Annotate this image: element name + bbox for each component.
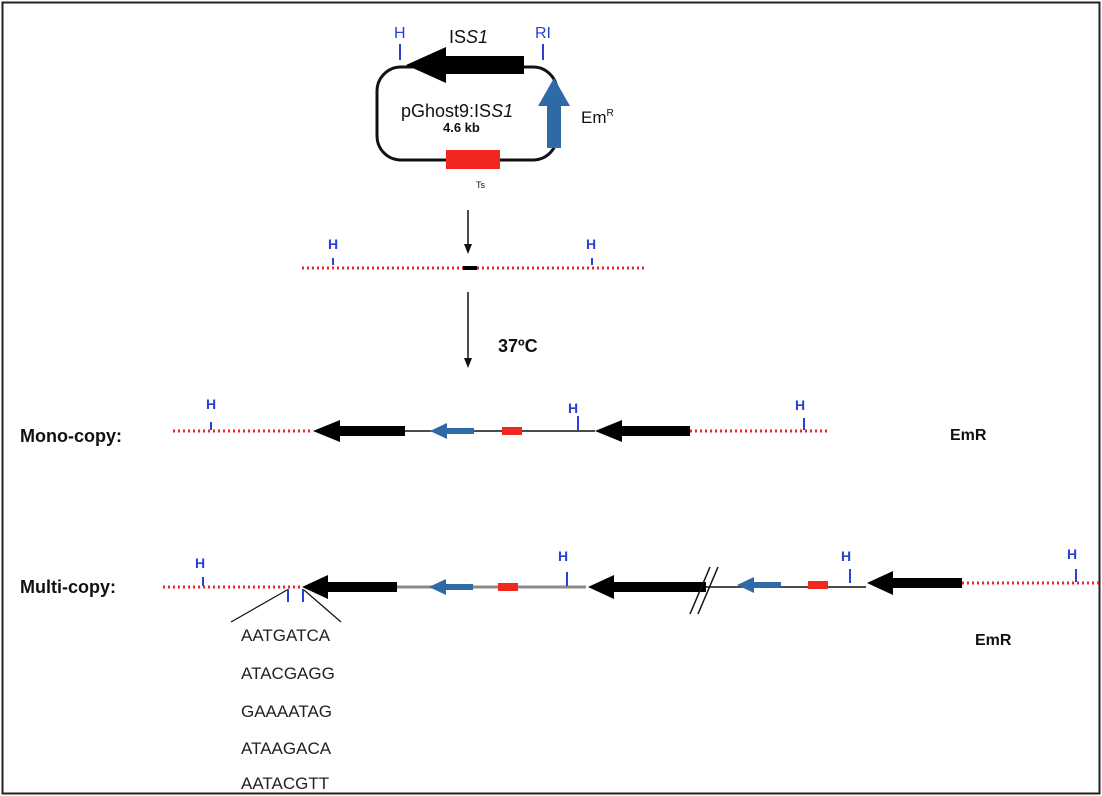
multi-site-h-4: H bbox=[1067, 546, 1077, 562]
iss1-arrow bbox=[867, 571, 962, 595]
ts-block bbox=[498, 583, 518, 591]
iss1-arrow-plasmid bbox=[406, 47, 524, 83]
target-site-h-left: H bbox=[328, 236, 338, 252]
temperature-label: 37ºC bbox=[498, 336, 538, 356]
target-sequence: AATGATCA bbox=[241, 626, 331, 645]
target-sequence: AATACGTT bbox=[241, 774, 329, 793]
multi-copy-row: Multi-copy: bbox=[20, 546, 1100, 649]
target-sequence: ATAAGACA bbox=[241, 739, 332, 758]
plasmid-site-h: H bbox=[394, 25, 406, 42]
mono-site-h-3: H bbox=[795, 397, 805, 413]
target-sequence-list: AATGATCA ATACGAGG GAAAATAG ATAAGACA AATA… bbox=[241, 626, 335, 793]
em-resistance-label: EmR bbox=[581, 108, 614, 127]
target-site-mark bbox=[463, 266, 477, 270]
break-mark bbox=[689, 566, 719, 615]
multi-copy-label: Multi-copy: bbox=[20, 577, 116, 597]
target-site-h-right: H bbox=[586, 236, 596, 252]
mono-site-h-2: H bbox=[568, 400, 578, 416]
iss1-arrow bbox=[588, 575, 706, 599]
ts-label: Ts bbox=[476, 180, 486, 190]
iss1-arrow bbox=[302, 575, 397, 599]
em-resistance-arrow-plasmid bbox=[538, 78, 570, 148]
target-sequence: ATACGAGG bbox=[241, 664, 335, 683]
target-chromosome: H H bbox=[302, 236, 645, 270]
multi-site-h-2: H bbox=[558, 548, 568, 564]
plasmid-map: H RI ISS1 pGhost9:ISS1 4.6 kb EmR Ts bbox=[375, 25, 614, 190]
mono-phenotype: EmR bbox=[950, 427, 987, 444]
mono-copy-row: Mono-copy: H H H EmR bbox=[20, 396, 987, 446]
ts-block bbox=[502, 427, 522, 435]
mono-copy-label: Mono-copy: bbox=[20, 426, 122, 446]
plasmid-site-ri: RI bbox=[535, 25, 551, 42]
em-resistance-arrow bbox=[430, 423, 474, 439]
ts-block bbox=[808, 581, 828, 589]
mono-site-h-1: H bbox=[206, 396, 216, 412]
ts-origin-block bbox=[446, 150, 500, 169]
multi-site-h-1: H bbox=[195, 555, 205, 571]
iss1-arrow bbox=[595, 420, 690, 442]
em-resistance-arrow bbox=[429, 579, 473, 595]
insertion-junction bbox=[230, 589, 342, 623]
iss1-arrow bbox=[313, 420, 405, 442]
multi-site-h-3: H bbox=[841, 548, 851, 564]
step-arrow-1 bbox=[464, 210, 472, 254]
target-sequence: GAAAATAG bbox=[241, 702, 332, 721]
iss1-label: ISS1 bbox=[449, 27, 488, 47]
em-resistance-arrow bbox=[737, 577, 781, 593]
step-arrow-2 bbox=[464, 292, 472, 368]
multi-phenotype: EmR bbox=[975, 632, 1012, 649]
plasmid-name: pGhost9:ISS1 bbox=[401, 101, 513, 121]
plasmid-size: 4.6 kb bbox=[443, 120, 480, 135]
